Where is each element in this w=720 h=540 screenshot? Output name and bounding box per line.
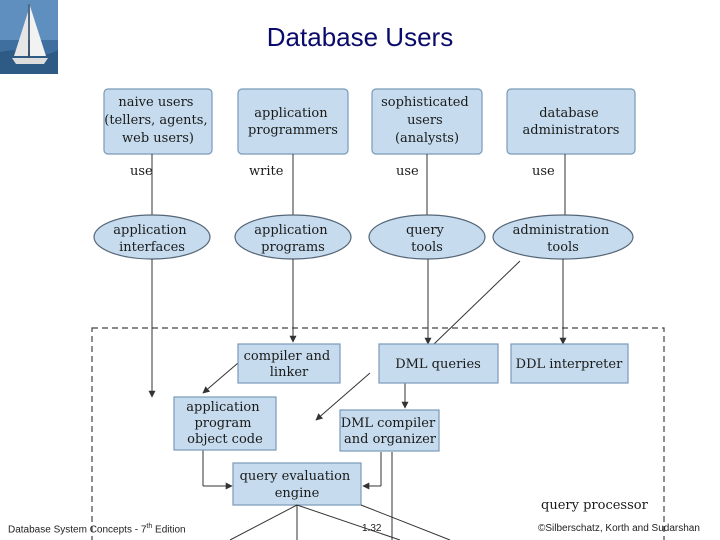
naive-users-box [103,88,213,155]
query-processor-frame [91,327,665,540]
object-code-label: application program object code [186,400,263,447]
ddl-interpreter-label: DDL interpreter [516,357,623,372]
programmers-action: write [249,164,284,179]
compiler-linker-box [237,343,341,384]
query-processor-label: query processor [541,498,649,513]
sailboat-logo [0,0,58,74]
database-administrators-label: database administrators [523,106,620,138]
query-tools-label: query tools [406,223,448,255]
sophisticated-users-label: sophisticated users (analysts) [381,95,473,146]
query-tools-ellipse [368,214,486,260]
footer-left-text: Database System Concepts - 7 [8,524,147,536]
naive-users-action: use [130,164,153,179]
object-code-box [173,396,277,451]
dml-queries-box [378,343,499,384]
query-engine-box [232,462,362,506]
footer-copyright: ©Silberschatz, Korth and Sudarshan [538,523,700,534]
footer-left: Database System Concepts - 7th Edition [8,523,186,535]
naive-users-label: naive users (tellers, agents, web users) [104,95,211,146]
compiler-linker-label: compiler and linker [244,349,335,380]
footer-left-suffix: Edition [152,524,186,536]
dml-compiler-label: DML compiler and organizer [341,416,440,447]
page-title: Database Users [266,22,454,52]
application-programmers-label: application programmers [248,106,338,138]
sophisticated-action: use [396,164,419,179]
application-interfaces-label: application interfaces [113,223,190,255]
administration-tools-label: administration tools [513,223,614,255]
application-programs-label: application programs [254,223,331,255]
dml-compiler-box [339,409,440,452]
footer-page-number: 1.32 [362,523,382,534]
footer-left-sup: th [146,523,153,530]
administrators-action: use [532,164,555,179]
ddl-interpreter-box [510,343,629,384]
application-programmers-box [237,88,349,155]
database-administrators-box [506,88,636,155]
dml-queries-label: DML queries [395,357,481,372]
query-engine-label: query evaluation engine [240,469,355,501]
